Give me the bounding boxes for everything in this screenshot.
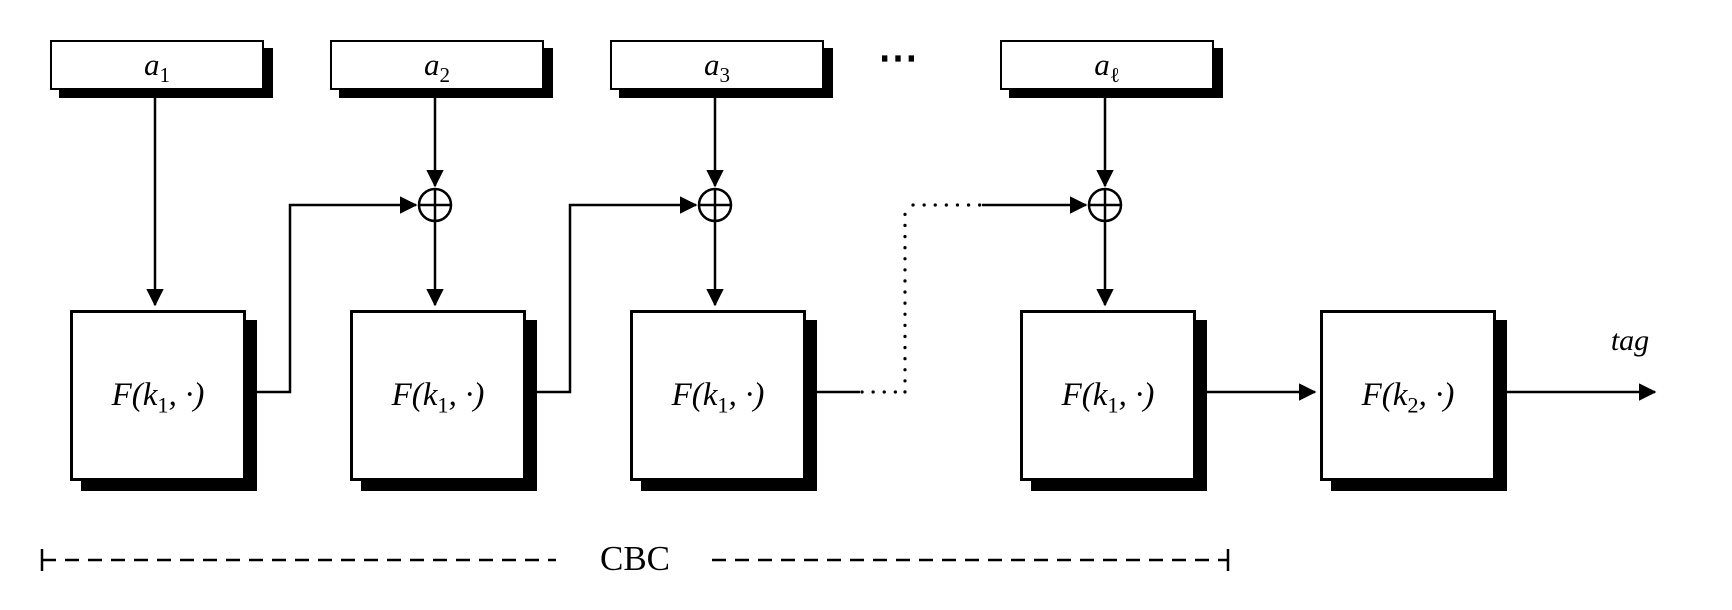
f-block-4-label: F(k1, ·)	[1061, 377, 1155, 418]
f-block-2-label: F(k1, ·)	[391, 377, 485, 418]
message-block-a1: a1	[50, 40, 264, 90]
f-block-final: F(k2, ·)	[1320, 310, 1496, 481]
wire-f1-to-xor2	[242, 196, 418, 394]
f-block-1: F(k1, ·)	[70, 310, 246, 481]
message-block-al: aℓ	[1000, 40, 1214, 90]
message-block-al-label: aℓ	[1094, 47, 1120, 88]
xor-icon	[697, 187, 733, 223]
f-block-3-label: F(k1, ·)	[671, 377, 765, 418]
message-block-a1-label: a1	[143, 47, 171, 88]
tag-output-label: tag	[1610, 324, 1650, 357]
xor-icon	[1087, 187, 1123, 223]
f-block-2: F(k1, ·)	[350, 310, 526, 481]
message-block-a2: a2	[330, 40, 544, 90]
message-block-a3: a3	[610, 40, 824, 90]
xor-icon	[417, 187, 453, 223]
cbc-span-label: CBC	[599, 539, 671, 578]
ellipsis-text: ⋯	[878, 35, 922, 80]
f-block-4: F(k1, ·)	[1020, 310, 1196, 481]
message-block-a2-label: a2	[423, 47, 451, 88]
f-block-3: F(k1, ·)	[630, 310, 806, 481]
f-block-1-label: F(k1, ·)	[111, 377, 205, 418]
f-block-final-label: F(k2, ·)	[1361, 377, 1455, 418]
message-block-a3-label: a3	[703, 47, 731, 88]
wire-f2-to-xor3	[522, 196, 698, 394]
